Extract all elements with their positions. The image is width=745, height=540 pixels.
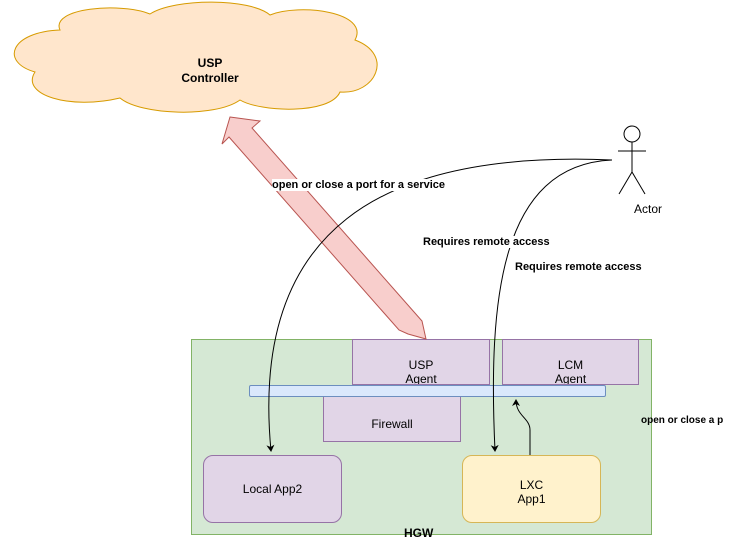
usp-agent-line2: Agent [405, 372, 437, 385]
controller-agent-double-arrow [221, 116, 427, 340]
lxc-app1-line2: App1 [517, 492, 546, 506]
usp-controller-line1: USP [197, 56, 223, 70]
local-app2-box: Local App2 [203, 455, 342, 523]
local-app2-label: Local App2 [242, 482, 303, 496]
firewall-label: Firewall [371, 417, 413, 431]
actor-to-local-app2-edge [266, 158, 613, 452]
lxc-to-bus-edge [512, 399, 531, 455]
port-cut-label: open or close a p [641, 415, 724, 426]
usp-agent-line1: USP [408, 358, 434, 372]
remote-access-label-1: Requires remote access [423, 236, 550, 248]
lxc-app1-box: LXC App1 [462, 455, 601, 523]
lxc-app1-line1: LXC [519, 478, 544, 492]
usp-agent-box: USP Agent [352, 339, 490, 385]
actor-icon [618, 125, 646, 195]
communication-bus [249, 385, 606, 397]
usp-controller-line2: Controller [181, 71, 239, 85]
remote-access-label-2: Requires remote access [515, 261, 642, 273]
usp-controller-cloud [13, 1, 378, 113]
port-service-label: open or close a port for a service [272, 179, 446, 191]
lcm-agent-line1: LCM [557, 358, 584, 372]
lcm-agent-line2: Agent [554, 372, 587, 385]
actor-to-lxc-app1-edge [490, 159, 613, 452]
actor-label: Actor [634, 202, 663, 216]
usp-controller-label: USP Controller [150, 56, 270, 86]
lcm-agent-box: LCM Agent [502, 339, 639, 385]
